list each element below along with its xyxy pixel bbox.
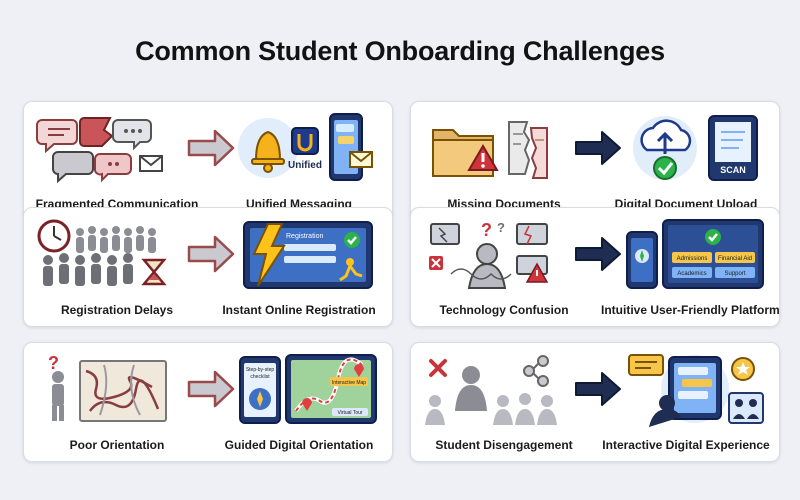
problem-label: Poor Orientation	[69, 438, 165, 452]
technology-confusion-icon: ? ?	[429, 220, 549, 289]
platform-button-academics: Academics	[677, 271, 706, 277]
svg-text:?: ?	[497, 220, 505, 235]
guided-orientation-icon: Step-by-step checklist Interactive Map V…	[239, 354, 377, 424]
svg-text:?: ?	[48, 353, 59, 373]
registration-queue-icon	[37, 219, 167, 286]
challenge-card-missing-documents: SCAN Missing Documents Digital Document …	[410, 101, 780, 221]
document-upload-icon: SCAN	[633, 115, 758, 181]
challenge-card-fragmented-communication: Unified Fragmented Communication Unified…	[23, 101, 393, 221]
missing-documents-icon	[432, 121, 548, 179]
checklist-line-2: checklist	[250, 374, 270, 380]
challenge-card-registration-delays: Registration Registration Delays Instant…	[23, 207, 393, 327]
unified-messaging-icon: Unified	[238, 113, 373, 181]
problem-label: Registration Delays	[60, 303, 174, 317]
challenge-card-poor-orientation: ? Step-by-step checklist Interactive Map…	[23, 342, 393, 462]
page-title: Common Student Onboarding Challenges	[135, 36, 665, 66]
transition-arrow-icon	[187, 370, 235, 408]
unified-logo-text: Unified	[288, 160, 322, 171]
transition-arrow-icon	[187, 235, 235, 273]
transition-arrow-icon	[575, 131, 621, 165]
svg-text:?: ?	[481, 220, 492, 240]
confusing-map-icon: ?	[48, 353, 167, 422]
user-friendly-platform-icon: Admissions Financial Aid Academics Suppo…	[626, 219, 764, 289]
solution-label: Instant Online Registration	[222, 303, 376, 317]
virtual-tour-label: Virtual Tour	[337, 410, 362, 416]
disengaged-students-icon	[425, 355, 557, 425]
online-registration-icon: Registration	[243, 221, 373, 289]
solution-label: Interactive Digital Experience	[602, 438, 770, 452]
transition-arrow-icon	[575, 372, 621, 406]
interactive-experience-icon	[628, 354, 764, 427]
problem-label: Technology Confusion	[439, 303, 569, 317]
solution-label: Intuitive User-Friendly Platform	[601, 303, 780, 317]
registration-screen-title: Registration	[286, 233, 323, 240]
checklist-line-1: Step-by-step	[246, 367, 275, 373]
interactive-map-label: Interactive Map	[332, 380, 366, 386]
challenge-card-student-disengagement: Student Disengagement Interactive Digita…	[410, 342, 780, 462]
challenge-card-technology-confusion: ? ? Admissions Financial Aid Academics S…	[410, 207, 780, 327]
solution-label: Guided Digital Orientation	[224, 438, 374, 452]
fragmented-chat-bubbles-icon	[36, 117, 163, 184]
platform-button-financial-aid: Financial Aid	[718, 256, 752, 262]
platform-button-support: Support	[724, 271, 745, 277]
scan-label: SCAN	[720, 165, 746, 175]
transition-arrow-icon	[187, 129, 235, 167]
transition-arrow-icon	[575, 237, 621, 271]
platform-button-admissions: Admissions	[677, 256, 708, 262]
problem-label: Student Disengagement	[435, 438, 573, 452]
